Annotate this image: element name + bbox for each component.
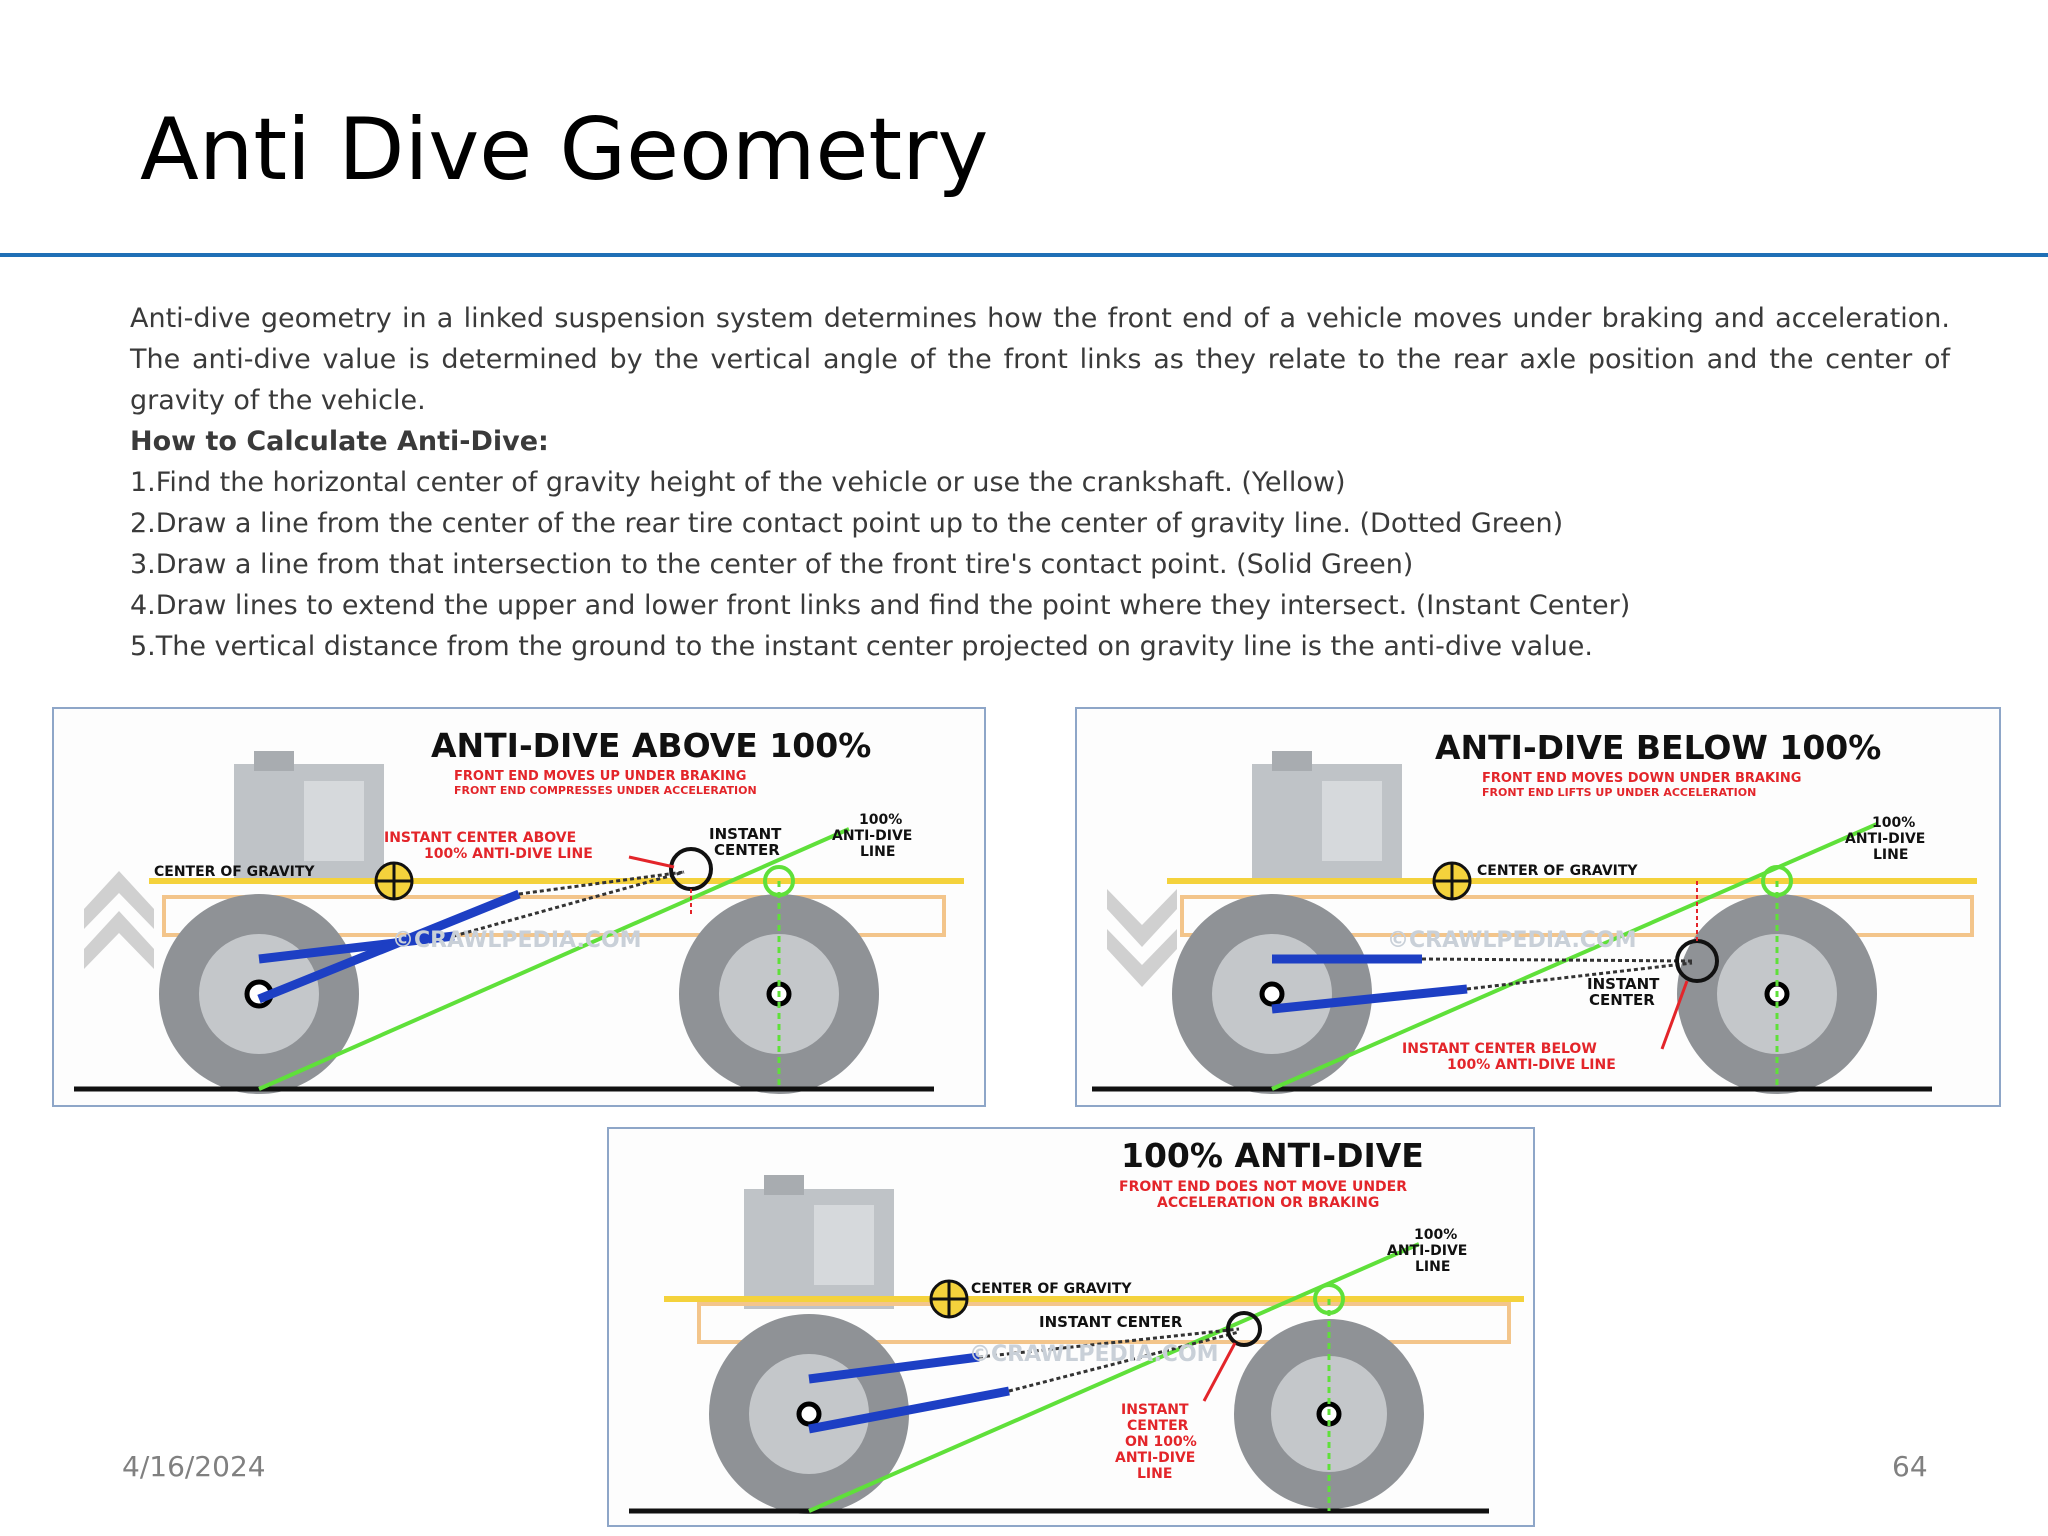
diagram-anti-dive-below: ANTI-DIVE BELOW 100% FRONT END MOVES DOW… (1075, 707, 2001, 1107)
anti-dive-line-label: 100% (1872, 815, 1915, 831)
engine-graphic (234, 751, 384, 884)
cog-label: CENTER OF GRAVITY (154, 864, 315, 880)
intro-paragraph: Anti-dive geometry in a linked suspensio… (130, 303, 1950, 416)
diagram-below-svg: ANTI-DIVE BELOW 100% FRONT END MOVES DOW… (1092, 728, 1977, 1094)
diagram-title: ANTI-DIVE BELOW 100% (1435, 728, 1881, 767)
step-item: 5.The vertical distance from the ground … (130, 631, 1593, 662)
frame-rail (162, 895, 946, 937)
ic-note-label: INSTANT (1121, 1402, 1189, 1418)
anti-dive-line-label: LINE (1873, 847, 1908, 863)
watermark: ©CRAWLPEDIA.COM (969, 1342, 1219, 1367)
upper-link (258, 931, 455, 964)
diagram-subtitle: FRONT END DOES NOT MOVE UNDER (1119, 1179, 1407, 1195)
chevron-down-icon (1107, 889, 1177, 987)
engine-graphic (744, 1175, 894, 1309)
chevron-up-icon (84, 871, 154, 969)
diagram-title: ANTI-DIVE ABOVE 100% (431, 726, 871, 765)
anti-dive-line-label: LINE (1415, 1259, 1450, 1275)
anti-dive-line (258, 827, 850, 1091)
diagram-exact-svg: 100% ANTI-DIVE FRONT END DOES NOT MOVE U… (629, 1136, 1524, 1514)
ic-note-label: INSTANT CENTER BELOW (1402, 1041, 1597, 1057)
cog-label: CENTER OF GRAVITY (1477, 863, 1638, 879)
ic-note-label: 100% ANTI-DIVE LINE (1447, 1057, 1616, 1073)
anti-dive-line-label: ANTI-DIVE (1387, 1243, 1467, 1259)
ic-note-label: ON 100% (1125, 1434, 1197, 1450)
instant-center-label: INSTANT CENTER (1039, 1313, 1183, 1331)
slide-date: 4/16/2024 (122, 1450, 266, 1483)
rear-tire (159, 894, 359, 1094)
lower-link (808, 1386, 1010, 1434)
diagram-subtitle: FRONT END MOVES UP UNDER BRAKING (454, 769, 746, 784)
diagram-above-svg: ANTI-DIVE ABOVE 100% FRONT END MOVES UP … (74, 726, 964, 1094)
rear-tire (1172, 894, 1372, 1094)
slide-title: Anti Dive Geometry (140, 100, 989, 200)
anti-dive-line-label: 100% (859, 812, 902, 828)
cog-marker (374, 861, 414, 901)
instant-center-marker (1226, 1311, 1262, 1347)
diagram-subtitle: FRONT END LIFTS UP UNDER ACCELERATION (1482, 786, 1756, 799)
diagram-anti-dive-above: ANTI-DIVE ABOVE 100% FRONT END MOVES UP … (52, 707, 986, 1107)
frame-rail (1180, 895, 1974, 937)
step-item: 3.Draw a line from that intersection to … (130, 549, 1414, 580)
cog-marker (1432, 861, 1472, 901)
anti-dive-line-label: ANTI-DIVE (1845, 831, 1925, 847)
step-item: 4.Draw lines to extend the upper and low… (130, 590, 1631, 621)
anti-dive-line-label: 100% (1414, 1227, 1457, 1243)
slide-page-number: 64 (1892, 1450, 1928, 1483)
ic-note-label: ANTI-DIVE (1115, 1450, 1195, 1466)
ic-note-label: LINE (1137, 1466, 1172, 1482)
step-item: 1.Find the horizontal center of gravity … (130, 467, 1346, 498)
instant-center-label: INSTANT (709, 825, 782, 843)
instant-center-label: INSTANT (1587, 975, 1660, 993)
cog-marker (929, 1279, 969, 1319)
title-divider (0, 253, 2048, 257)
diagram-subtitle: FRONT END COMPRESSES UNDER ACCELERATION (454, 784, 757, 797)
lower-link (257, 889, 521, 1004)
frame-rail (697, 1302, 1511, 1344)
ic-note-label: 100% ANTI-DIVE LINE (424, 846, 593, 862)
engine-graphic (1252, 751, 1402, 884)
diagram-subtitle: ACCELERATION OR BRAKING (1157, 1195, 1379, 1211)
lower-link (1271, 984, 1468, 1014)
diagram-anti-dive-100: 100% ANTI-DIVE FRONT END DOES NOT MOVE U… (607, 1127, 1535, 1527)
diagram-subtitle: FRONT END MOVES DOWN UNDER BRAKING (1482, 771, 1801, 786)
watermark: ©CRAWLPEDIA.COM (1387, 928, 1637, 953)
step-item: 2.Draw a line from the center of the rea… (130, 508, 1564, 539)
body-text: Anti-dive geometry in a linked suspensio… (130, 298, 1950, 667)
ic-note-label: INSTANT CENTER ABOVE (384, 830, 576, 846)
ic-note-label: CENTER (1127, 1418, 1189, 1434)
upper-link (808, 1352, 980, 1384)
watermark: ©CRAWLPEDIA.COM (392, 928, 642, 953)
cog-label: CENTER OF GRAVITY (971, 1281, 1132, 1297)
diagram-title: 100% ANTI-DIVE (1121, 1136, 1424, 1175)
instant-center-label: CENTER (714, 841, 780, 859)
steps-heading: How to Calculate Anti-Dive: (130, 426, 549, 457)
instant-center-label: CENTER (1589, 991, 1655, 1009)
rear-tire (709, 1314, 909, 1514)
anti-dive-line-label: LINE (860, 844, 895, 860)
anti-dive-line-label: ANTI-DIVE (832, 828, 912, 844)
